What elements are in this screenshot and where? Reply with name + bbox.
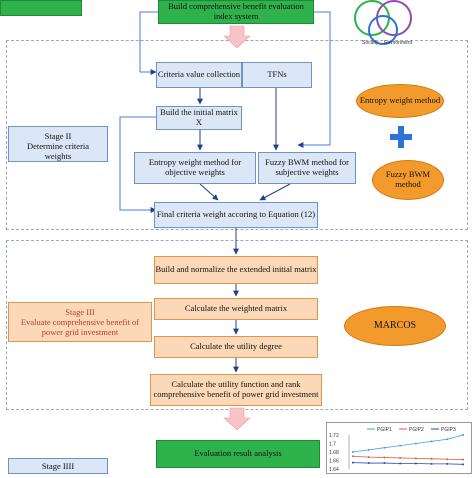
entropy-oval: Entropy weight method [356, 84, 444, 118]
utility-function-label: Calculate the utility function and rank … [153, 379, 319, 399]
data-point-PGIP3 [352, 461, 354, 464]
result-chart-svg: PGIP1 PGIP2 PGIP3 1.72 1.7 1.68 1.66 1.64 [329, 427, 464, 473]
data-point-PGIP2 [462, 458, 464, 461]
stage2-box: Stage II Determine criteria weights [8, 126, 108, 162]
plus-icon [390, 126, 412, 148]
data-point-PGIP3 [462, 463, 464, 466]
data-point-PGIP1 [367, 448, 370, 451]
stage2-desc: Determine criteria weights [26, 141, 90, 162]
tfns-label: TFNs [267, 69, 287, 80]
result-chart: PGIP1 PGIP2 PGIP3 1.72 1.7 1.68 1.66 1.64 [326, 422, 472, 474]
y-tick-label: 1.68 [329, 450, 339, 456]
evaluation-label: Evaluation result analysis [194, 448, 282, 459]
stage3-desc: Evaluate comprehensive benefit of power … [20, 317, 140, 338]
data-point-PGIP3 [367, 462, 370, 465]
data-point-PGIP2 [399, 456, 402, 459]
fuzzy-oval: Fuzzy BWM method [372, 160, 444, 200]
entropy-method-box: Entropy weight method for objective weig… [134, 152, 256, 184]
line-top-to-right [297, 11, 331, 148]
line-top-to-criteria [139, 11, 158, 75]
legend-label-PGIP2: PGIP2 [409, 427, 424, 433]
big-arrow-1 [223, 25, 251, 49]
entropy-method-label: Entropy weight method for objective weig… [148, 157, 242, 177]
venn-diagram: Society Environment [354, 0, 413, 46]
y-tick-label: 1.7 [329, 442, 336, 448]
data-point-PGIP3 [383, 462, 386, 465]
initial-matrix-label: Build the initial matrix X [160, 107, 238, 127]
data-point-PGIP1 [446, 438, 449, 441]
weighted-matrix-label: Calculate the weighted matrix [184, 303, 288, 314]
entropy-oval-label: Entropy weight method [359, 95, 441, 106]
line-matrix-to-left [119, 116, 157, 213]
fuzzy-oval-label: Fuzzy BWM method [385, 169, 431, 189]
series-line-PGIP1 [352, 434, 464, 453]
utility-function-box: Calculate the utility function and rank … [150, 374, 322, 406]
data-point-PGIP2 [430, 457, 433, 460]
build-index-box: Build comprehensive benefit evaluation i… [158, 0, 314, 24]
stage3-title: Stage III [65, 307, 95, 317]
data-point-PGIP1 [399, 444, 402, 447]
arrow-fuzzy-to-final [259, 183, 291, 201]
criteria-value-label: Criteria value collection [157, 69, 241, 80]
data-point-PGIP3 [446, 462, 449, 465]
initial-matrix-box: Build the initial matrix X [156, 106, 242, 130]
y-tick-label: 1.72 [329, 433, 339, 439]
marcos-oval: MARCOS [344, 306, 446, 346]
normalize-label: Build and normalize the extended initial… [155, 264, 317, 275]
data-point-PGIP2 [367, 456, 370, 459]
y-tick-label: 1.64 [329, 467, 339, 473]
criteria-value-box: Criteria value collection [156, 62, 242, 88]
data-point-PGIP1 [430, 440, 433, 443]
venn-label-society: Society [362, 40, 379, 46]
data-point-PGIP1 [414, 442, 417, 445]
build-index-label: Build comprehensive benefit evaluation i… [168, 1, 304, 21]
tfns-box: TFNs [242, 62, 312, 88]
data-point-PGIP1 [383, 446, 386, 449]
marcos-oval-label: MARCOS [373, 320, 417, 332]
fuzzy-bwm-label: Fuzzy BWM method for subjective weights [265, 157, 349, 177]
final-weight-label: Final criteria weight accoring to Equati… [156, 209, 316, 220]
data-point-PGIP2 [446, 458, 449, 461]
data-point-PGIP2 [352, 455, 354, 458]
stage4-title: Stage IIII [41, 461, 75, 471]
legend-label-PGIP1: PGIP1 [377, 427, 392, 433]
data-point-PGIP1 [462, 434, 464, 436]
series-line-PGIP2 [352, 455, 464, 461]
stage3-box: Stage III Evaluate comprehensive benefit… [8, 302, 152, 342]
series-line-PGIP3 [352, 462, 464, 465]
stage1-green-block [0, 0, 82, 16]
venn-label-environment: Environment [384, 40, 413, 46]
data-point-PGIP3 [414, 462, 417, 465]
big-arrow-2 [223, 407, 251, 431]
utility-degree-label: Calculate the utility degree [190, 341, 282, 352]
venn-circle-blue [368, 15, 398, 45]
legend-label-PGIP3: PGIP3 [441, 427, 456, 433]
stage2-title: Stage II [44, 131, 72, 141]
final-weight-box: Final criteria weight accoring to Equati… [154, 202, 318, 228]
normalize-box: Build and normalize the extended initial… [154, 256, 318, 284]
utility-degree-box: Calculate the utility degree [154, 336, 318, 358]
data-point-PGIP3 [430, 462, 433, 465]
y-tick-label: 1.66 [329, 459, 339, 465]
fuzzy-bwm-box: Fuzzy BWM method for subjective weights [258, 152, 356, 184]
weighted-matrix-box: Calculate the weighted matrix [154, 298, 318, 320]
stage4-box: Stage IIII [8, 458, 108, 474]
evaluation-box: Evaluation result analysis [156, 440, 320, 468]
data-point-PGIP3 [399, 462, 402, 465]
data-point-PGIP2 [414, 457, 417, 460]
data-point-PGIP1 [352, 451, 354, 453]
arrow-entropy-to-final [199, 183, 219, 201]
data-point-PGIP2 [383, 456, 386, 459]
